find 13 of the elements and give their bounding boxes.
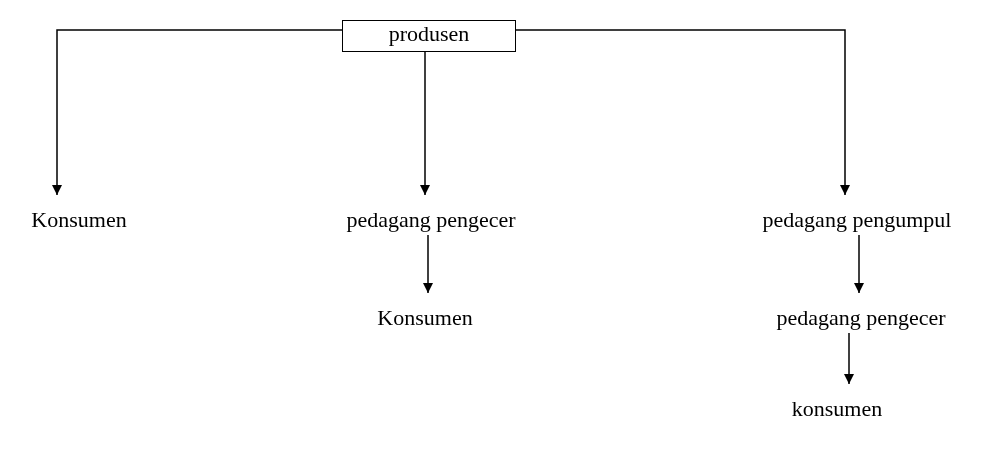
node-label: pedagang pengumpul — [716, 207, 998, 235]
arrow — [854, 234, 864, 294]
arrow — [423, 234, 433, 294]
node-label: Konsumen — [353, 305, 497, 333]
arrow — [420, 51, 430, 196]
node-label: konsumen — [768, 396, 906, 424]
node-label: pedagang pengecer — [300, 207, 562, 235]
process-box: produsen — [342, 20, 516, 52]
arrow — [52, 29, 343, 196]
node-label: pedagang pengecer — [730, 305, 992, 333]
arrow — [515, 29, 850, 196]
node-label: Konsumen — [8, 207, 150, 235]
arrow — [844, 332, 854, 385]
